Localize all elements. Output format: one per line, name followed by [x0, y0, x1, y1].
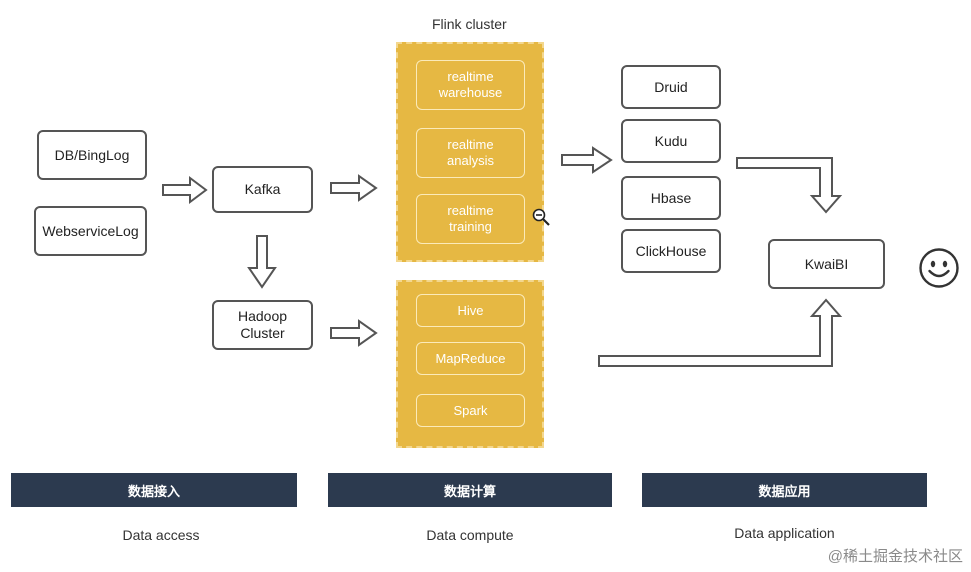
caption-data-application: Data application — [734, 525, 835, 541]
db-binglog-node: DB/BingLog — [37, 130, 147, 180]
realtime-training-block: realtime training — [416, 194, 525, 244]
realtime-warehouse-block: realtime warehouse — [416, 60, 525, 110]
kudu-node: Kudu — [621, 119, 721, 163]
arrow-kafka-to-hadoop — [247, 235, 277, 289]
hbase-node: Hbase — [621, 176, 721, 220]
kwaibi-node: KwaiBI — [768, 239, 885, 289]
batch-cluster-group: Hive MapReduce Spark — [396, 280, 544, 448]
flink-cluster-group: realtime warehouse realtime analysis rea… — [396, 42, 544, 262]
zoom-out-icon — [532, 208, 550, 226]
webservice-log-node: WebserviceLog — [34, 206, 147, 256]
arrow-sources-to-kafka — [162, 176, 208, 204]
kafka-node: Kafka — [212, 166, 313, 213]
stage-bar-compute: 数据计算 — [328, 473, 612, 507]
stage-bar-access: 数据接入 — [11, 473, 297, 507]
hadoop-cluster-node: Hadoop Cluster — [212, 300, 313, 350]
caption-data-compute: Data compute — [426, 527, 514, 543]
spark-block: Spark — [416, 394, 525, 427]
mapreduce-block: MapReduce — [416, 342, 525, 375]
flink-cluster-title: Flink cluster — [432, 16, 507, 32]
arrow-batch-to-kwaibi — [598, 298, 843, 367]
hive-block: Hive — [416, 294, 525, 327]
watermark-text: @稀土掘金技术社区 — [827, 548, 963, 565]
caption-data-access: Data access — [122, 527, 200, 543]
realtime-analysis-block: realtime analysis — [416, 128, 525, 178]
arrow-kafka-to-flink — [330, 174, 378, 202]
stage-bar-application: 数据应用 — [642, 473, 927, 507]
clickhouse-node: ClickHouse — [621, 229, 721, 273]
smiley-face-icon — [919, 248, 959, 288]
druid-node: Druid — [621, 65, 721, 109]
arrow-storage-to-kwaibi — [736, 157, 843, 214]
arrow-flink-to-storage — [561, 146, 613, 174]
arrow-hadoop-to-batch — [330, 319, 378, 347]
